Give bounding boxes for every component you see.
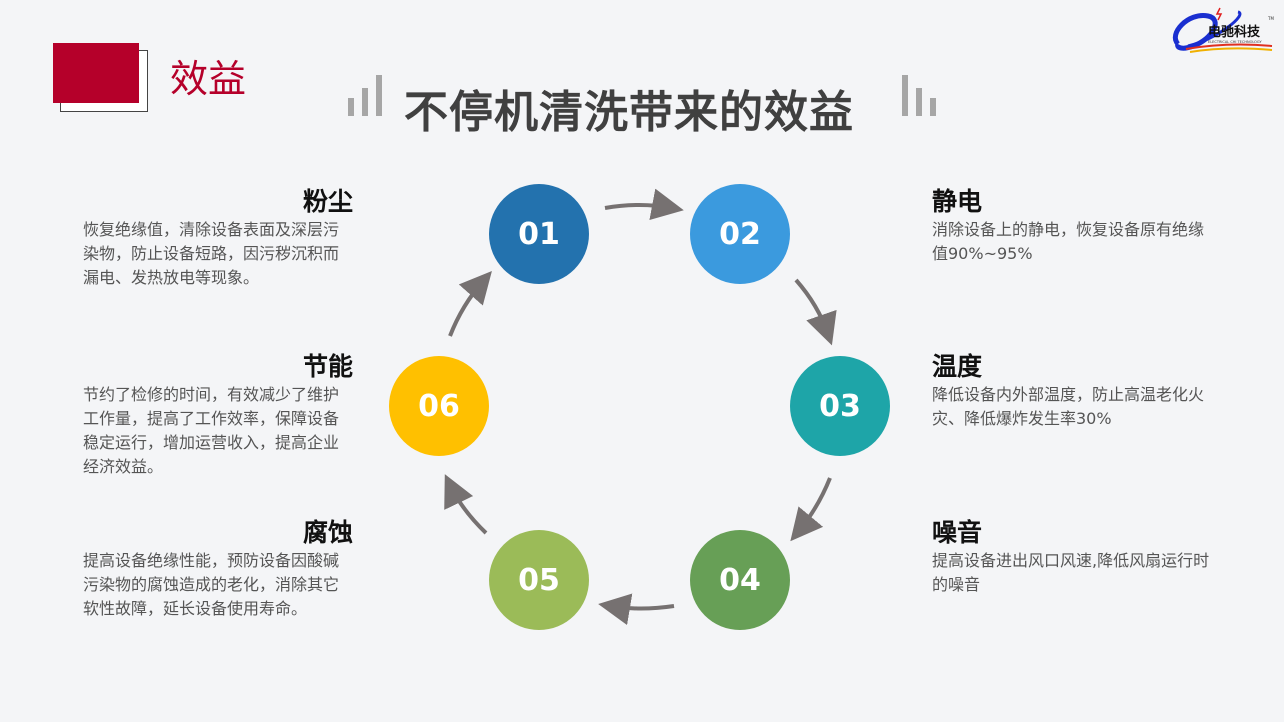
benefit-title: 噪音 <box>932 518 983 547</box>
step-circle-04: 04 <box>690 530 790 630</box>
title-square <box>53 43 139 103</box>
benefit-body: 节约了检修的时间，有效减少了维护工作量，提高了工作效率，保障设备稳定运行，增加运… <box>83 385 340 476</box>
benefit-body: 提高设备进出风口风速,降低风扇运行时的噪音 <box>932 551 1210 594</box>
step-circle-05: 05 <box>489 530 589 630</box>
decor-bar <box>362 88 368 116</box>
benefit-title: 温度 <box>932 352 983 381</box>
benefit-body: 消除设备上的静电，恢复设备原有绝缘值90%~95% <box>932 220 1205 263</box>
decor-bar <box>348 98 354 116</box>
decor-bar <box>930 98 936 116</box>
benefit-dust: 粉尘 恢复绝缘值，清除设备表面及深层污染物，防止设备短路，因污秽沉积而漏电、发热… <box>83 182 353 290</box>
benefit-title: 节能 <box>302 352 353 381</box>
main-title: 不停机清洗带来的效益 <box>404 87 854 138</box>
benefit-energy: 节能 节约了检修的时间，有效减少了维护工作量，提高了工作效率，保障设备稳定运行，… <box>83 347 353 479</box>
svg-text:TM: TM <box>1267 16 1274 21</box>
benefit-title: 粉尘 <box>302 187 353 216</box>
arrow-06-01 <box>448 270 492 337</box>
arrow-01-02 <box>604 188 684 221</box>
benefit-body: 降低设备内外部温度，防止高温老化火灾、降低爆炸发生率30% <box>932 385 1205 428</box>
benefit-temperature: 温度 降低设备内外部温度，防止高温老化火灾、降低爆炸发生率30% <box>932 347 1212 431</box>
arrow-04-05 <box>598 593 675 626</box>
benefit-body: 恢复绝缘值，清除设备表面及深层污染物，防止设备短路，因污秽沉积而漏电、发热放电等… <box>83 220 340 287</box>
benefit-noise: 噪音 提高设备进出风口风速,降低风扇运行时的噪音 <box>932 513 1212 597</box>
benefit-title: 腐蚀 <box>302 518 353 547</box>
benefit-static: 静电 消除设备上的静电，恢复设备原有绝缘值90%~95% <box>932 182 1212 266</box>
arrow-05-06 <box>444 474 488 535</box>
arrow-02-03 <box>794 278 837 346</box>
benefit-body: 提高设备绝缘性能，预防设备因酸碱污染物的腐蚀造成的老化，消除其它软性故障，延长设… <box>83 551 340 618</box>
step-circle-03: 03 <box>790 356 890 456</box>
benefit-title: 静电 <box>932 187 983 216</box>
section-title: 效益 <box>170 57 247 101</box>
step-circle-01: 01 <box>489 184 589 284</box>
decor-bar <box>376 75 382 116</box>
svg-text:ELECTRICAL CHI TECHNOLOGY: ELECTRICAL CHI TECHNOLOGY <box>1208 40 1262 44</box>
decor-bar <box>902 75 908 116</box>
step-circle-06: 06 <box>389 356 489 456</box>
step-circle-02: 02 <box>690 184 790 284</box>
benefit-corrosion: 腐蚀 提高设备绝缘性能，预防设备因酸碱污染物的腐蚀造成的老化，消除其它软性故障，… <box>83 513 353 621</box>
svg-text:电驰科技: 电驰科技 <box>1208 24 1261 40</box>
company-logo: 电驰科技 ELECTRICAL CHI TECHNOLOGY TM <box>1168 4 1278 56</box>
decor-bar <box>916 88 922 116</box>
arrow-03-04 <box>790 477 832 542</box>
